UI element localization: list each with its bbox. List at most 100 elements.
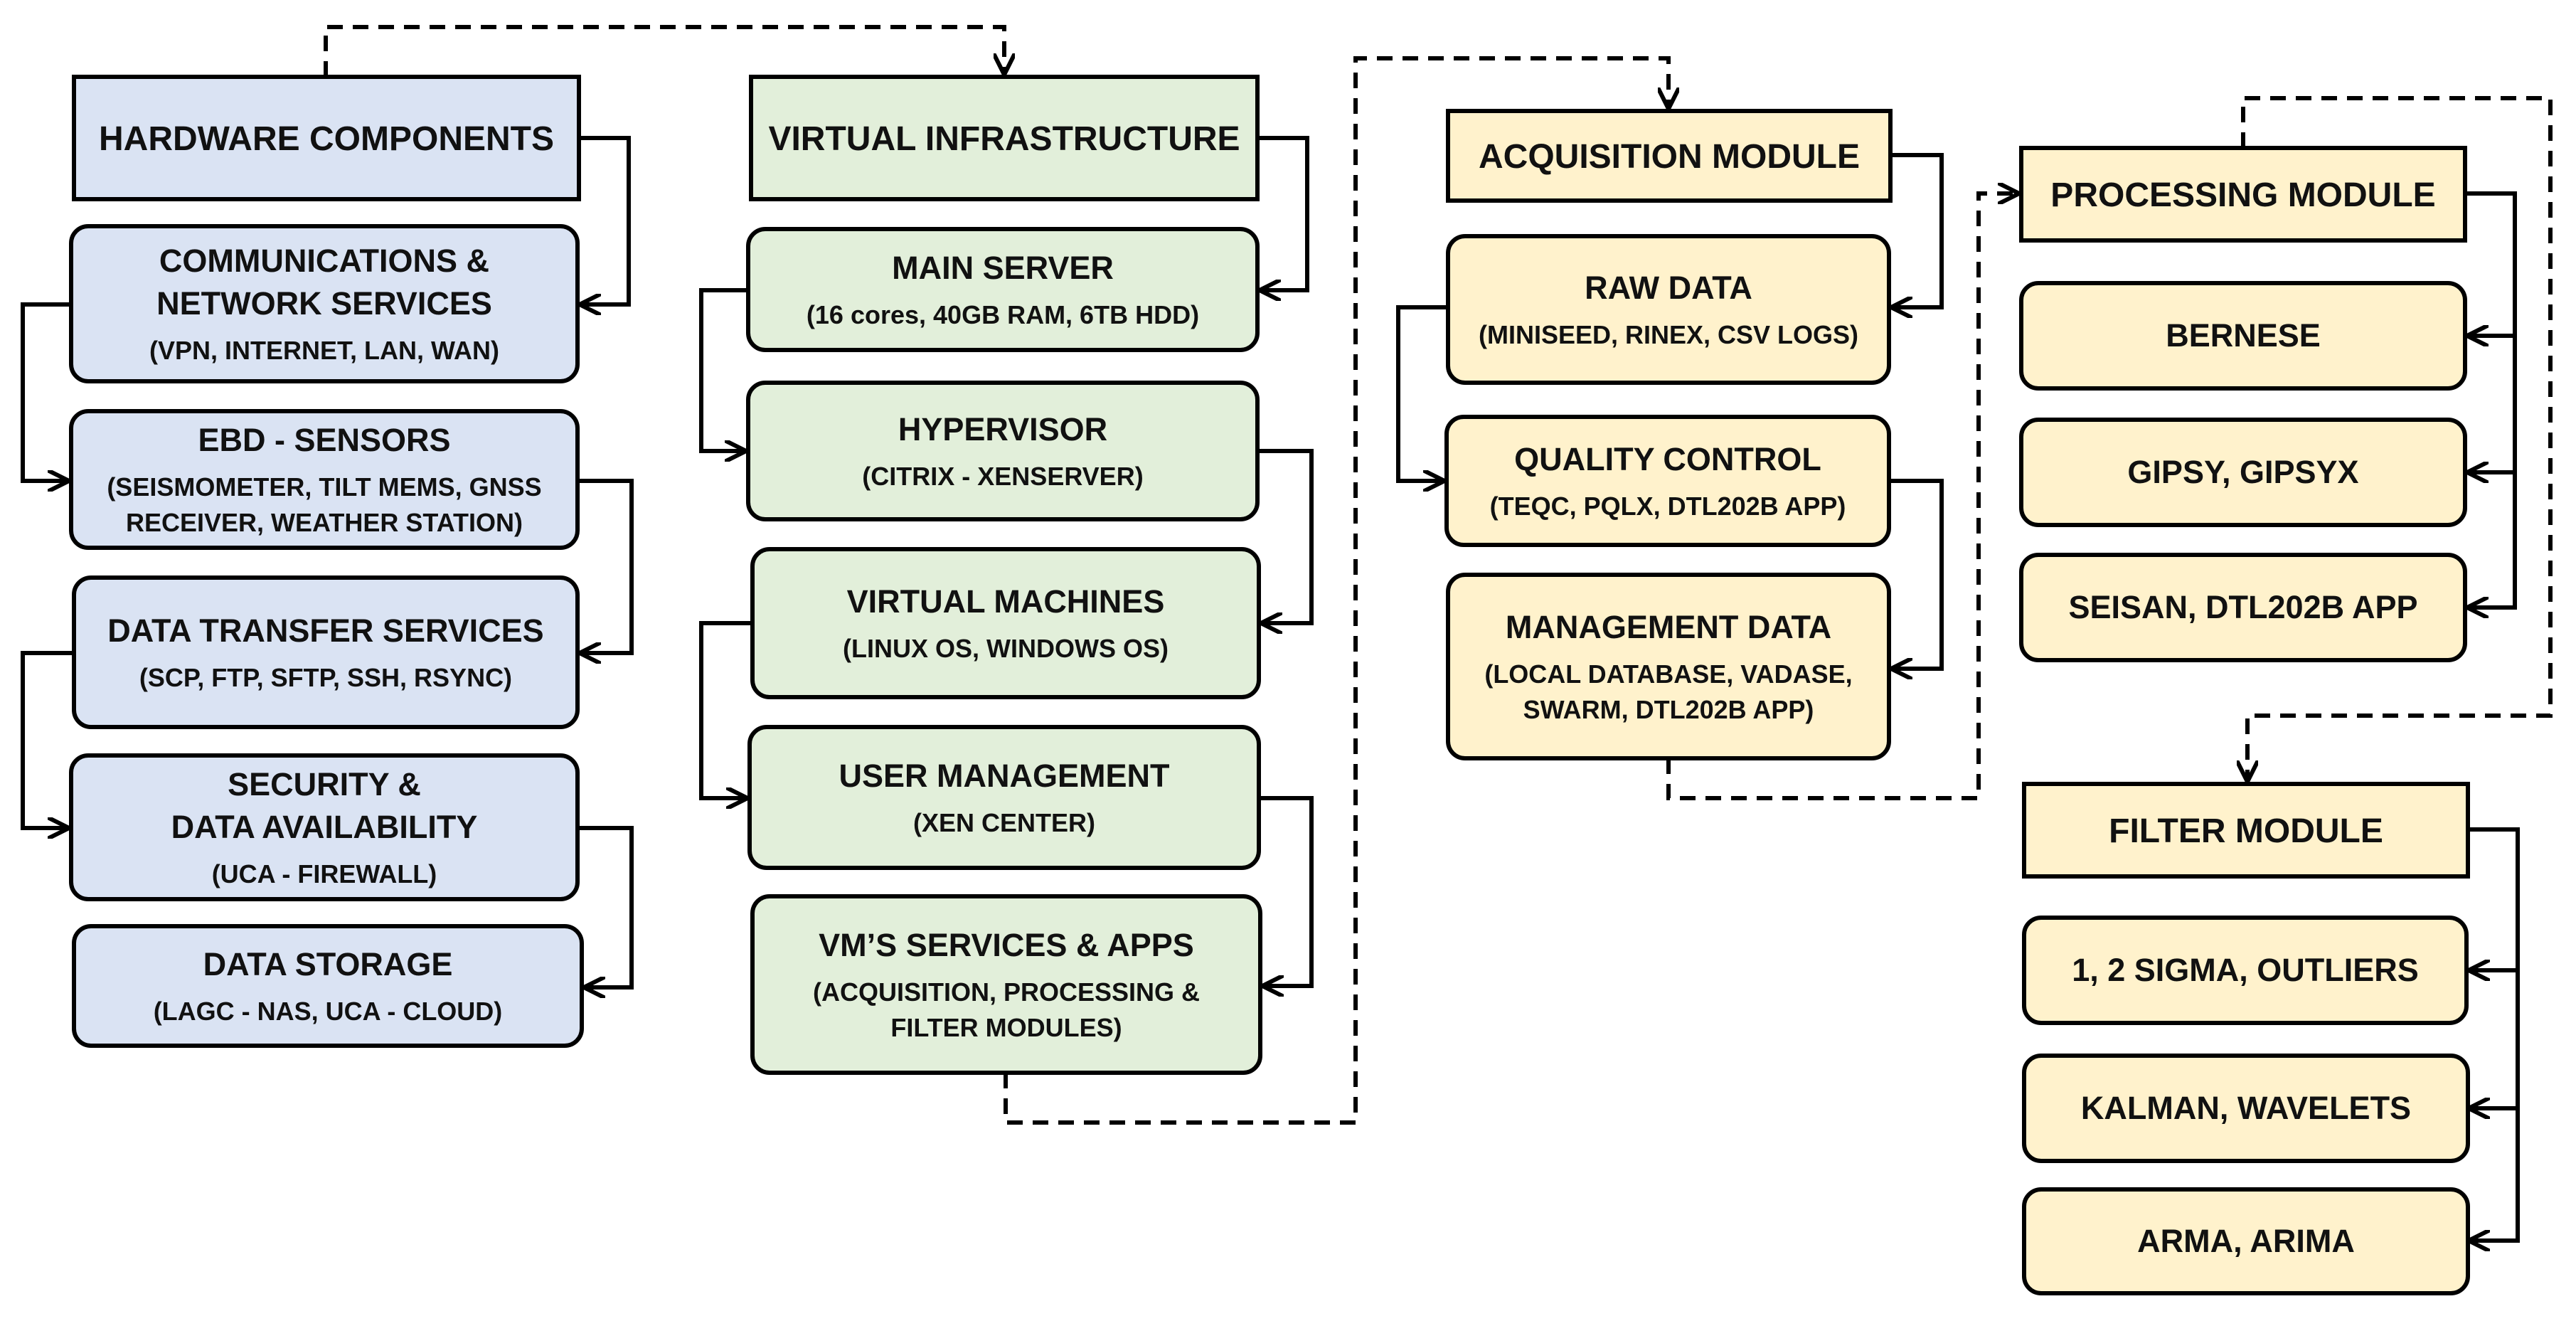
acquisition-item-title: QUALITY CONTROL (1514, 441, 1821, 477)
hardware-item-subtitle-line-1: (SEISMOMETER, TILT MEMS, GNSS (107, 472, 541, 502)
user-management-to-services-connector (1259, 796, 1314, 986)
hardware-item-title: DATA TRANSFER SERVICES (107, 612, 543, 649)
acquisition-header-box (1446, 109, 1893, 203)
virtual-item-4: USER MANAGEMENT (XEN CENTER) (747, 725, 1261, 870)
virtual-item-subtitle: (XEN CENTER) (913, 808, 1095, 837)
virtual-item-5: VM’S SERVICES & APPS(ACQUISITION, PROCES… (750, 894, 1262, 1075)
processing-item-box (2019, 553, 2467, 662)
filter-item-3: ARMA, ARIMA (2022, 1187, 2470, 1295)
processing-item-2: GIPSY, GIPSYX (2019, 418, 2467, 527)
virtual-item-box (750, 894, 1262, 1075)
virtual-item-subtitle-line-2: FILTER MODULES) (890, 1013, 1122, 1042)
hardware-item-subtitle: (SCP, FTP, SFTP, SSH, RSYNC) (139, 663, 512, 692)
acquisition-item-box (1444, 415, 1891, 547)
acquisition-item-subtitle: (TEQC, PQLX, DTL202B APP) (1490, 492, 1846, 521)
hardware-item-subtitle-line-2: RECEIVER, WEATHER STATION) (126, 508, 523, 537)
virtual-header: VIRTUAL INFRASTRUCTURE (749, 75, 1260, 201)
virtual-header-label: VIRTUAL INFRASTRUCTURE (768, 120, 1240, 158)
hardware-header: HARDWARE COMPONENTS (72, 75, 581, 201)
hardware-header-to-communications-connector (578, 136, 631, 304)
hardware-item-box (69, 753, 580, 901)
hardware-item-box (69, 409, 580, 550)
filter-header-label: FILTER MODULE (2109, 812, 2383, 850)
hardware-item-3: DATA TRANSFER SERVICES (SCP, FTP, SFTP, S… (72, 575, 580, 729)
vms-to-user-management-connector (699, 621, 752, 798)
hardware-item-box (72, 924, 584, 1048)
hardware-header-box (72, 75, 581, 201)
virtual-item-subtitle: (16 cores, 40GB RAM, 6TB HDD) (807, 300, 1199, 329)
filter-header-to-sigma-connector (2468, 827, 2520, 970)
acquisition-header: ACQUISITION MODULE (1446, 109, 1893, 203)
acquisition-item-subtitle: (MINISEED, RINEX, CSV LOGS) (1479, 320, 1858, 349)
security-to-storage-connector (578, 826, 634, 987)
acquisition-item-box (1446, 234, 1891, 385)
virtual-item-subtitle: (LINUX OS, WINDOWS OS) (843, 634, 1169, 663)
hardware-item-title: EBD - SENSORS (198, 422, 450, 458)
virtual-item-subtitle-line-1: (ACQUISITION, PROCESSING & (813, 977, 1200, 1007)
virtual-item-box (746, 227, 1260, 352)
hardware-item-subtitle: (UCA - FIREWALL) (212, 859, 437, 888)
main-server-to-hypervisor-connector (699, 288, 748, 451)
hardware-item-1: COMMUNICATIONS & NETWORK SERVICES (VPN, IN… (69, 224, 580, 383)
processing-to-seisan-connector (2469, 472, 2517, 608)
filter-item-1: 1, 2 SIGMA, OUTLIERS (2022, 916, 2469, 1025)
hypervisor-to-vms-connector (1257, 449, 1314, 623)
filter-to-kalman-connector (2471, 970, 2520, 1108)
hardware-header-label: HARDWARE COMPONENTS (99, 120, 554, 158)
hardware-item-title-line-1: COMMUNICATIONS & (159, 243, 489, 279)
hardware-to-virtual-dashed-flow (324, 25, 1004, 77)
filter-header: FILTER MODULE (2022, 782, 2470, 879)
filter-item-2: KALMAN, WAVELETS (2022, 1054, 2470, 1163)
hardware-item-4: SECURITY & DATA AVAILABILITY (UCA - FIREWA… (69, 753, 580, 901)
hardware-item-title-line-2: NETWORK SERVICES (156, 285, 492, 322)
boxes-layer: HARDWARE COMPONENTS COMMUNICATIONS & NETWO… (69, 75, 2470, 1295)
processing-to-filter-dashed-flow (2243, 96, 2553, 780)
hardware-item-title: DATA STORAGE (203, 946, 453, 982)
acquisition-to-processing-dashed-flow (1666, 193, 2017, 800)
processing-header-box (2019, 146, 2467, 243)
acquisition-header-to-raw-data-connector (1890, 153, 1944, 307)
processing-item-box (2019, 418, 2467, 527)
hardware-item-title-line-1: SECURITY & (228, 766, 421, 802)
quality-control-to-management-data-connector (1889, 479, 1944, 669)
acquisition-item-title: MANAGEMENT DATA (1506, 609, 1831, 645)
processing-item-box (2019, 281, 2467, 391)
filter-item-title: 1, 2 SIGMA, OUTLIERS (2072, 952, 2419, 988)
virtual-item-3: VIRTUAL MACHINES (LINUX OS, WINDOWS OS) (750, 547, 1261, 699)
hardware-item-subtitle: (LAGC - NAS, UCA - CLOUD) (154, 997, 503, 1026)
connectors-layer (21, 25, 2553, 1241)
virtual-header-to-main-server-connector (1257, 136, 1309, 290)
raw-data-to-quality-control-connector (1396, 305, 1448, 481)
virtual-item-2: HYPERVISOR(CITRIX - XENSERVER) (746, 381, 1260, 521)
filter-item-title: KALMAN, WAVELETS (2081, 1090, 2411, 1126)
virtual-item-title: MAIN SERVER (892, 250, 1114, 286)
processing-header-to-bernese-connector (2465, 191, 2517, 336)
acquisition-item-1: RAW DATA(MINISEED, RINEX, CSV LOGS) (1446, 234, 1891, 385)
virtual-item-box (750, 547, 1261, 699)
acquisition-item-subtitle-line-1: (LOCAL DATABASE, VADASE, (1484, 659, 1852, 689)
processing-item-title: BERNESE (2166, 317, 2321, 354)
acquisition-item-3: MANAGEMENT DATA (LOCAL DATABASE, VADASE, S… (1446, 573, 1891, 760)
hardware-item-box (72, 575, 580, 729)
hardware-item-title-line-2: DATA AVAILABILITY (171, 809, 478, 845)
transfer-to-security-connector (21, 651, 74, 828)
virtual-item-title: VIRTUAL MACHINES (847, 583, 1165, 620)
hardware-item-5: DATA STORAGE (LAGC - NAS, UCA - CLOUD) (72, 924, 584, 1048)
virtual-item-box (746, 381, 1260, 521)
hardware-item-subtitle: (VPN, INTERNET, LAN, WAN) (149, 336, 499, 365)
filter-item-box (2022, 1054, 2470, 1163)
acquisition-item-subtitle-line-2: SWARM, DTL202B APP) (1523, 695, 1814, 724)
hardware-item-2: EBD - SENSORS (SEISMOMETER, TILT MEMS, GN… (69, 409, 580, 550)
processing-item-3: SEISAN, DTL202B APP (2019, 553, 2467, 662)
virtual-header-box (749, 75, 1260, 201)
sensors-to-transfer-connector (578, 479, 634, 653)
virtual-item-1: MAIN SERVER (16 cores, 40GB RAM, 6TB HDD) (746, 227, 1260, 352)
filter-item-title: ARMA, ARIMA (2137, 1223, 2355, 1259)
processing-header-label: PROCESSING MODULE (2050, 176, 2435, 214)
virtual-item-title: USER MANAGEMENT (839, 758, 1169, 794)
processing-item-1: BERNESE (2019, 281, 2467, 391)
acquisition-header-label: ACQUISITION MODULE (1479, 138, 1860, 176)
acquisition-item-2: QUALITY CONTROL (TEQC, PQLX, DTL202B APP) (1444, 415, 1891, 547)
